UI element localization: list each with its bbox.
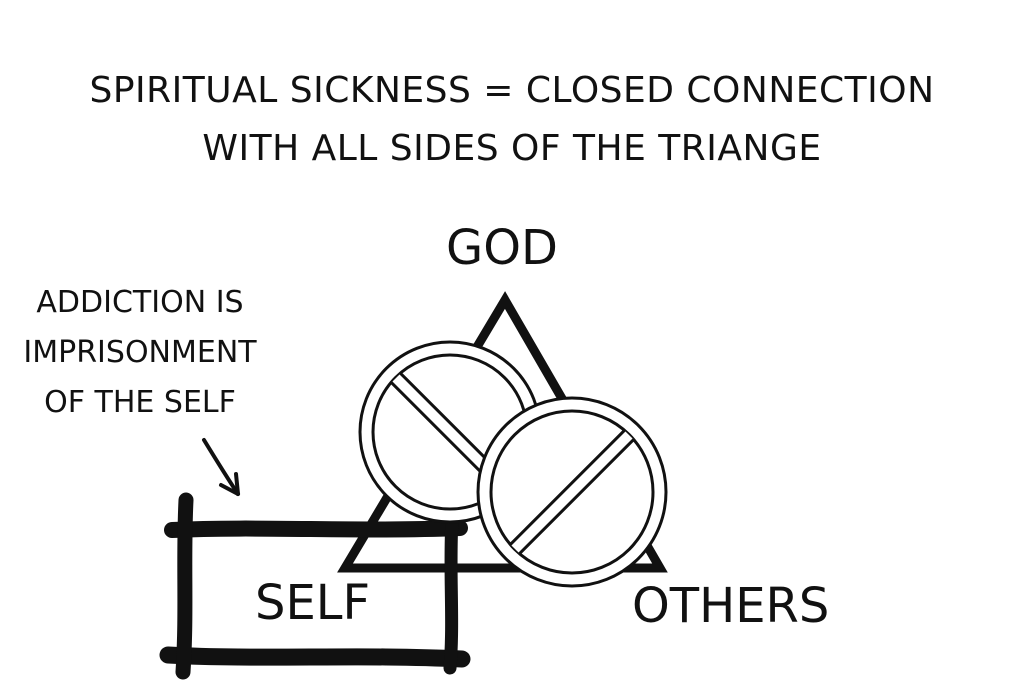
title-line-1: SPIRITUAL SICKNESS = CLOSED CONNECTION (89, 70, 935, 111)
addiction-note-line-1: ADDICTION IS (36, 285, 244, 320)
self-label: SELF (255, 575, 371, 631)
addiction-note-line-3: OF THE SELF (44, 385, 236, 420)
hand-drawn-arrow-icon (202, 438, 240, 496)
others-label: OTHERS (632, 578, 830, 634)
addiction-note-line-2: IMPRISONMENT (23, 335, 257, 370)
self-prison-box (159, 492, 471, 680)
god-label: GOD (446, 220, 558, 276)
title-line-2: WITH ALL SIDES OF THE TRIANGE (202, 128, 822, 169)
prohibited-icon (476, 396, 668, 588)
